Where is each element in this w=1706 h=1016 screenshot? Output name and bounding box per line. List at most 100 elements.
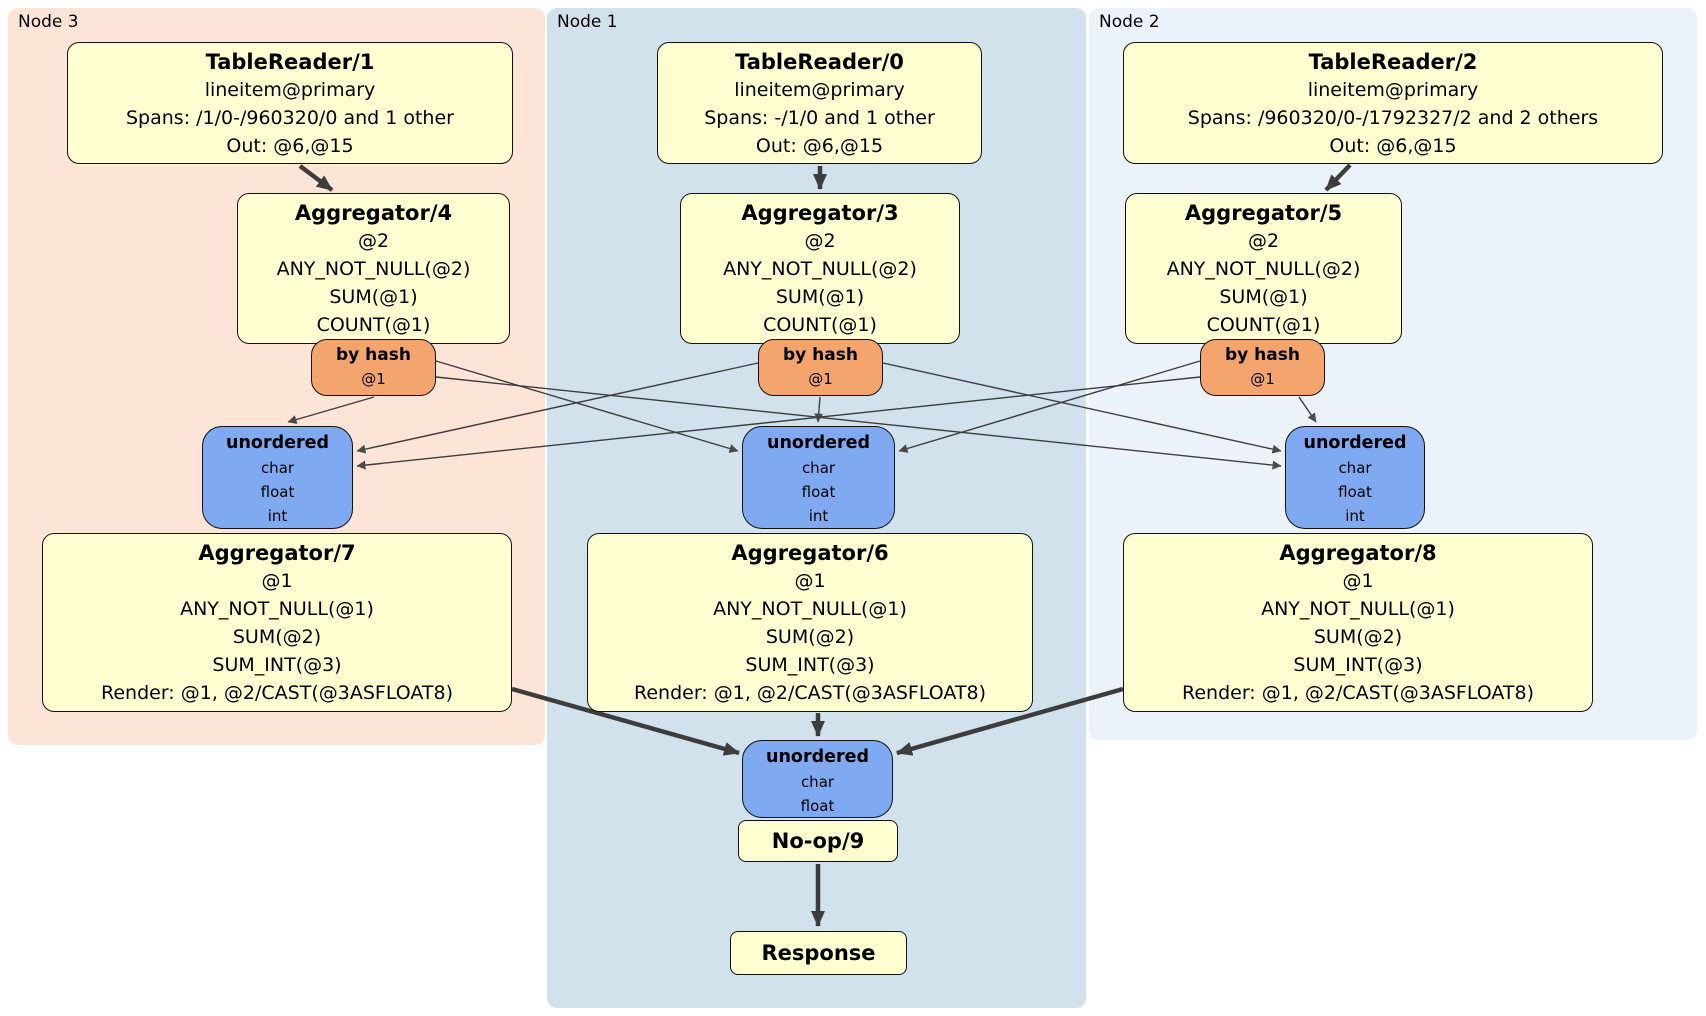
response-box: Response [730, 931, 907, 975]
box-line: @1 [1250, 370, 1275, 388]
box-line: Render: @1, @2/CAST(@3ASFLOAT8) [634, 682, 986, 704]
box-title: TableReader/0 [735, 50, 904, 74]
box-line: @1 [261, 570, 293, 592]
box-line: SUM(@2) [1313, 626, 1403, 648]
box-line: int [808, 507, 829, 525]
box-title: unordered [1303, 433, 1407, 453]
box-line: @2 [804, 230, 836, 252]
edge-tablereader1-aggregator4 [298, 164, 334, 192]
box-line: Spans: -/1/0 and 1 other [704, 107, 935, 129]
unordered-stream-final: unordered char float [742, 740, 893, 818]
box-title: Aggregator/7 [198, 541, 356, 565]
box-line: @1 [1342, 570, 1374, 592]
box-line: float [800, 797, 835, 815]
tablereader-2-box: TableReader/2 lineitem@primary Spans: /9… [1123, 42, 1663, 164]
box-title: TableReader/2 [1308, 50, 1478, 74]
box-title: TableReader/1 [205, 50, 375, 74]
box-line: float [801, 483, 836, 501]
box-line: @2 [357, 230, 390, 252]
box-line: float [260, 483, 295, 501]
box-line: float [1338, 483, 1372, 501]
by-hash-router-node2: by hash @1 [1200, 339, 1325, 396]
edge-aggregator8-unordered-final [896, 686, 1124, 756]
edge-byhash1-unordered3 [356, 362, 759, 454]
box-line: int [1345, 507, 1365, 525]
box-title: by hash [783, 345, 858, 365]
box-line: SUM_INT(@3) [745, 654, 875, 676]
box-line: SUM_INT(@3) [1293, 654, 1423, 676]
box-title: unordered [226, 433, 329, 453]
unordered-stream-node1: unordered char float int [742, 426, 895, 529]
box-line: lineitem@primary [204, 79, 376, 101]
box-line: SUM(@2) [232, 626, 322, 648]
edge-byhash1-unordered2 [882, 362, 1282, 454]
box-title: No-op/9 [771, 829, 865, 853]
box-title: by hash [1225, 345, 1300, 365]
box-line: @1 [808, 370, 833, 388]
edge-byhash3-unordered1 [435, 360, 739, 453]
box-line: lineitem@primary [1307, 79, 1479, 101]
box-line: char [800, 773, 835, 791]
box-line: Render: @1, @2/CAST(@3ASFLOAT8) [1182, 682, 1534, 704]
box-title: Aggregator/5 [1184, 201, 1343, 225]
edge-byhash1-unordered1 [814, 396, 824, 423]
by-hash-router-node1: by hash @1 [758, 339, 883, 396]
box-line: COUNT(@1) [763, 314, 877, 336]
edge-tablereader2-aggregator5 [1324, 163, 1352, 192]
box-title: Aggregator/8 [1279, 541, 1437, 565]
box-line: int [267, 507, 288, 525]
box-title: Aggregator/4 [294, 201, 453, 225]
box-line: ANY_NOT_NULL(@1) [180, 598, 374, 620]
box-title: Response [761, 941, 876, 965]
aggregator-3-box: Aggregator/3 @2 ANY_NOT_NULL(@2) SUM(@1)… [680, 193, 960, 344]
node-1-label: Node 1 [557, 12, 618, 32]
edge-byhash2-unordered2 [1298, 396, 1317, 423]
box-line: ANY_NOT_NULL(@1) [713, 598, 907, 620]
node-2-label: Node 2 [1099, 12, 1160, 32]
edge-byhash2-unordered1 [898, 360, 1201, 453]
aggregator-6-box: Aggregator/6 @1 ANY_NOT_NULL(@1) SUM(@2)… [587, 533, 1033, 712]
box-line: @1 [361, 370, 386, 388]
box-line: ANY_NOT_NULL(@2) [723, 258, 917, 280]
box-line: ANY_NOT_NULL(@2) [1166, 258, 1361, 280]
box-title: unordered [766, 747, 869, 767]
box-title: by hash [336, 345, 411, 365]
box-line: char [260, 459, 295, 477]
edge-aggregator7-unordered-final [511, 686, 740, 756]
tablereader-0-box: TableReader/0 lineitem@primary Spans: -/… [657, 42, 982, 164]
aggregator-5-box: Aggregator/5 @2 ANY_NOT_NULL(@2) SUM(@1)… [1125, 193, 1402, 344]
box-line: Out: @6,@15 [1329, 135, 1457, 157]
box-title: Aggregator/3 [741, 201, 899, 225]
node-3-label: Node 3 [18, 12, 79, 32]
box-line: Out: @6,@15 [755, 135, 884, 157]
box-line: Spans: /1/0-/960320/0 and 1 other [126, 107, 454, 129]
box-title: unordered [767, 433, 870, 453]
box-line: char [1338, 459, 1372, 477]
unordered-stream-node3: unordered char float int [202, 426, 353, 529]
box-line: SUM(@1) [775, 286, 865, 308]
noop-9-box: No-op/9 [738, 820, 898, 862]
edge-byhash2-unordered3 [356, 376, 1201, 470]
box-line: SUM(@1) [329, 286, 418, 308]
unordered-stream-node2: unordered char float int [1285, 426, 1425, 529]
box-line: ANY_NOT_NULL(@1) [1261, 598, 1455, 620]
box-line: ANY_NOT_NULL(@2) [276, 258, 471, 280]
box-line: Render: @1, @2/CAST(@3ASFLOAT8) [101, 682, 453, 704]
box-line: lineitem@primary [734, 79, 905, 101]
by-hash-router-node3: by hash @1 [311, 339, 436, 396]
box-line: SUM_INT(@3) [212, 654, 342, 676]
box-line: SUM(@2) [765, 626, 855, 648]
box-title: Aggregator/6 [731, 541, 889, 565]
edge-byhash3-unordered2 [435, 376, 1282, 470]
aggregator-4-box: Aggregator/4 @2 ANY_NOT_NULL(@2) SUM(@1)… [237, 193, 510, 344]
tablereader-1-box: TableReader/1 lineitem@primary Spans: /1… [67, 42, 513, 164]
box-line: COUNT(@1) [316, 314, 431, 336]
box-line: COUNT(@1) [1206, 314, 1321, 336]
box-line: Spans: /960320/0-/1792327/2 and 2 others [1187, 107, 1599, 129]
edge-byhash3-unordered3 [287, 396, 375, 424]
box-line: SUM(@1) [1219, 286, 1308, 308]
aggregator-7-box: Aggregator/7 @1 ANY_NOT_NULL(@1) SUM(@2)… [42, 533, 512, 712]
box-line: @2 [1247, 230, 1280, 252]
